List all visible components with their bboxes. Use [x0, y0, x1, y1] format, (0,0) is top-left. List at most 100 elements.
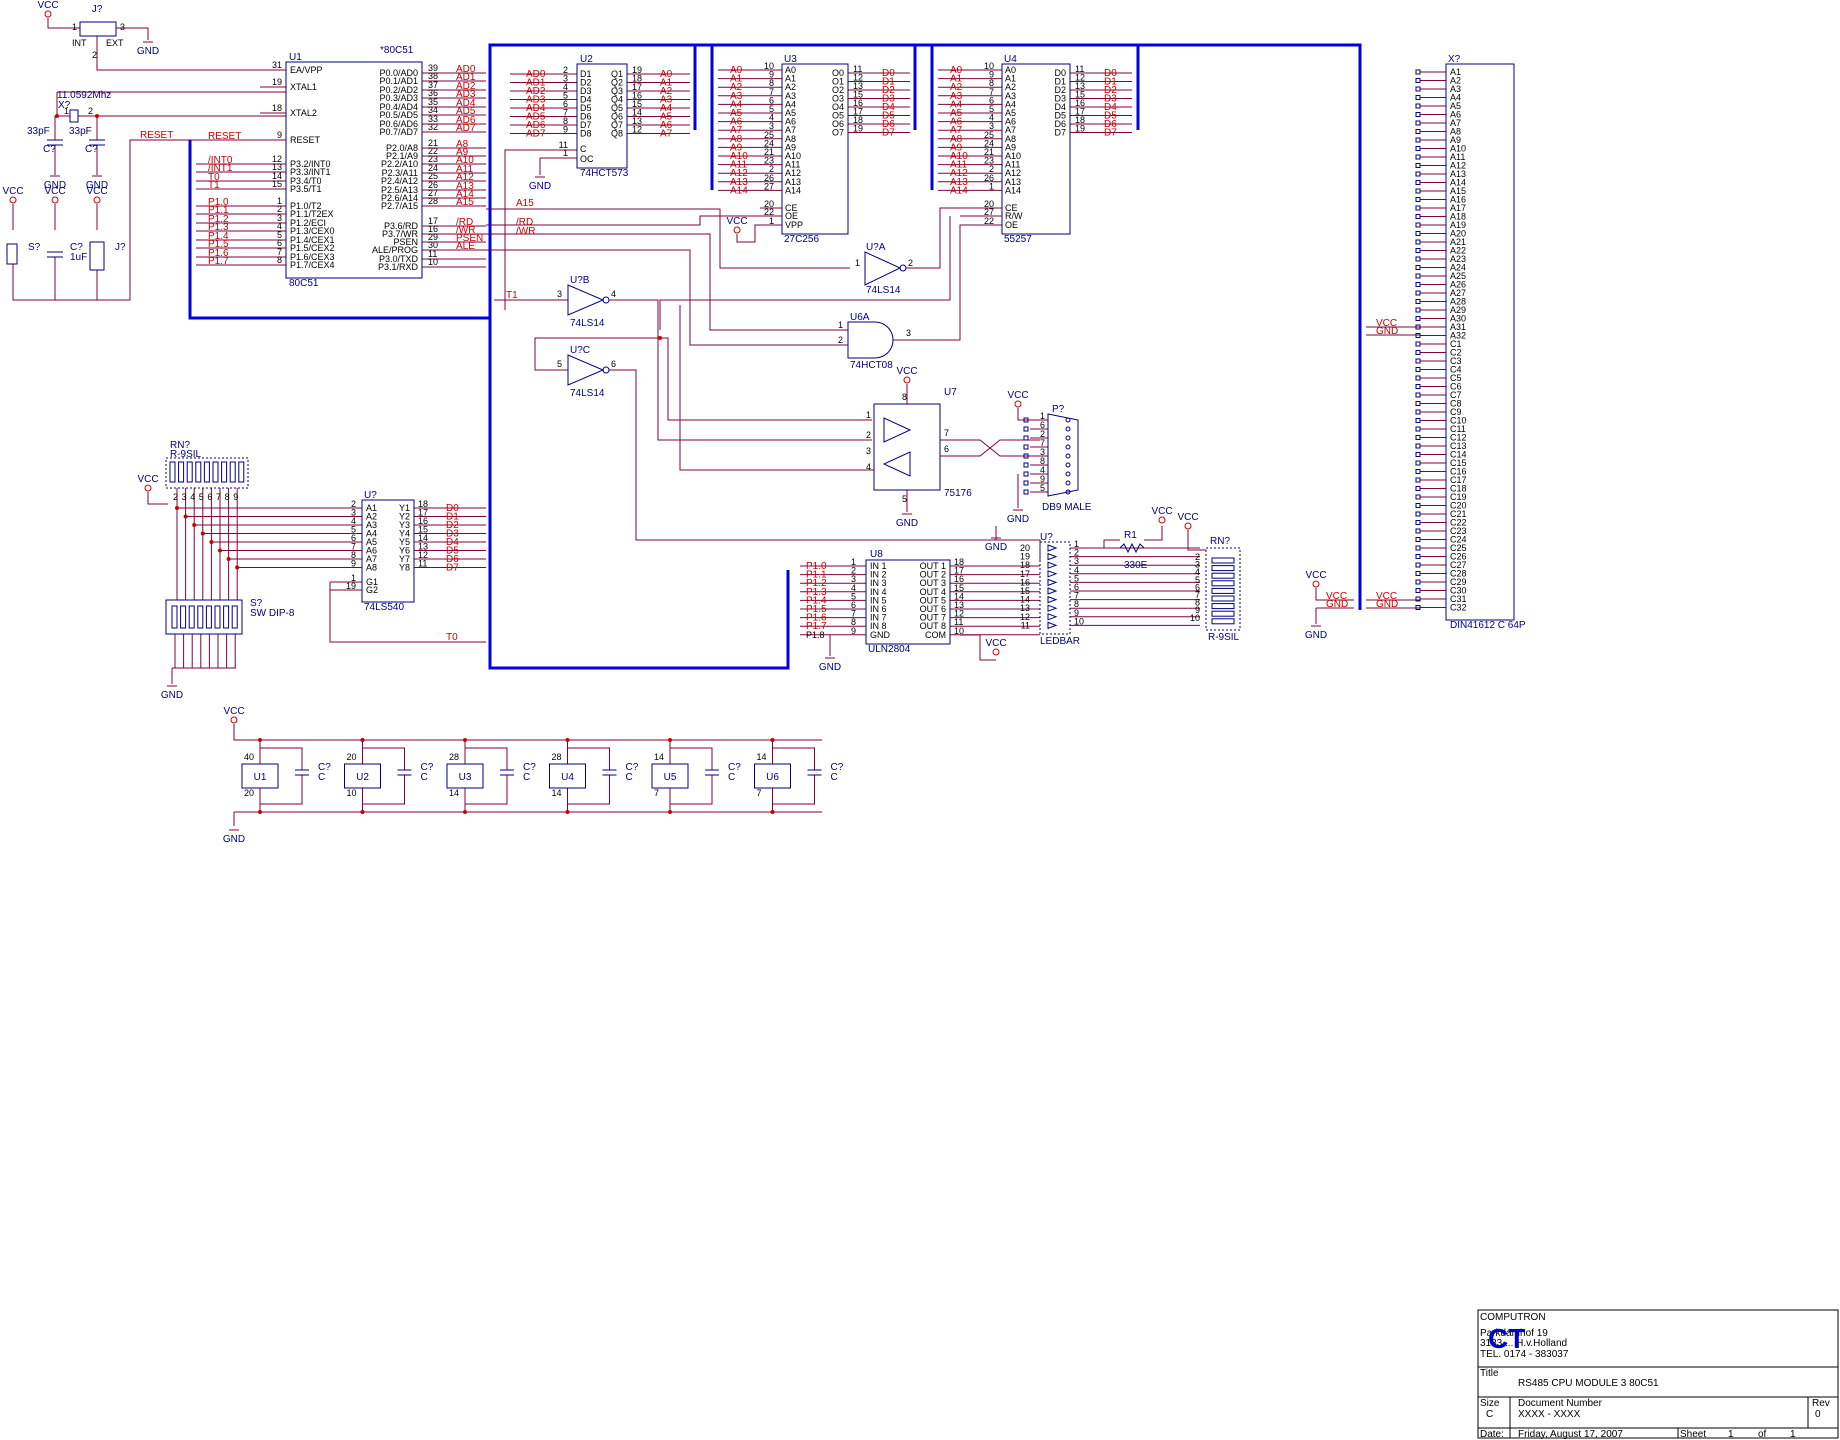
vcc-label: VCC — [726, 216, 747, 227]
u2-out-net: A7 — [660, 129, 673, 140]
u8-in-net: P1.3 — [806, 587, 827, 598]
connector-pad — [1415, 248, 1421, 253]
connector-pin-a: A15 — [1450, 186, 1466, 196]
u3-pin-num: 22 — [764, 207, 774, 217]
wire — [465, 775, 508, 805]
u1-pin-num: 30 — [428, 240, 438, 250]
db9-part: DB9 MALE — [1042, 502, 1092, 513]
rn2-pin-num: 10 — [1190, 613, 1200, 623]
u5-ref: U? — [364, 490, 377, 501]
u4-part: 55257 — [1004, 234, 1032, 245]
u8-pin-name: IN 7 — [870, 613, 887, 623]
wire — [486, 233, 848, 331]
connector-pin-a: A23 — [1450, 254, 1466, 264]
u4-pin-name: D3 — [1054, 94, 1066, 104]
u1-pin-num: 29 — [428, 232, 438, 242]
junction-dot — [360, 810, 365, 814]
pin-num: 4 — [866, 462, 871, 472]
led-segment — [1047, 595, 1058, 604]
connector-pad — [1415, 239, 1421, 245]
u2-pin-num: 12 — [632, 125, 642, 135]
docnum-label: Document Number — [1518, 1398, 1603, 1409]
gnd-label: GND — [529, 181, 551, 192]
u4-pin-num: 26 — [984, 173, 994, 183]
u2-pin-num: 19 — [632, 65, 642, 75]
decoupling-ic-label: U3 — [459, 772, 472, 783]
connector-pad — [1415, 537, 1421, 542]
connector-pin-a: A11 — [1450, 152, 1465, 162]
u8-pin-num: 1 — [851, 557, 856, 567]
gnd-label: GND — [985, 542, 1007, 553]
u2-out-net: A2 — [660, 86, 673, 97]
rn1-resistor — [178, 461, 185, 483]
u2-pin-name: D2 — [580, 78, 592, 88]
u5-pin-num: 14 — [418, 533, 428, 543]
u5-pin-name: Y6 — [399, 546, 410, 556]
db9-pin-num: 3 — [1040, 447, 1045, 457]
u4-pin-name: A11 — [1005, 160, 1020, 170]
crystal-cap-ref: C? — [85, 144, 98, 155]
crystal-cap-value: 33pF — [27, 126, 50, 137]
u3-pin-num: 6 — [769, 95, 774, 105]
decoupling-top-pin: 28 — [449, 752, 459, 762]
led-segment — [1047, 570, 1058, 578]
db9-contact — [1065, 471, 1071, 477]
rn2-resistor — [1211, 557, 1235, 564]
connector-pin-a: A17 — [1450, 203, 1466, 213]
u2-pin-name: D3 — [580, 86, 592, 96]
u2-pin-num: 4 — [563, 82, 568, 92]
u4-pin-name: A8 — [1005, 134, 1016, 144]
u1-pin-num: 12 — [272, 154, 282, 164]
decoupling-cap-value: C — [523, 772, 530, 783]
connector-pad — [1415, 154, 1421, 160]
connector-pin-a: A14 — [1450, 178, 1466, 188]
vcc-label: VCC — [86, 186, 107, 197]
u4-pin-name: A5 — [1005, 108, 1016, 118]
u1-net-label: /WR — [456, 225, 475, 236]
vcc-label: VCC — [1151, 506, 1172, 517]
r1-value: 330E — [1124, 560, 1148, 571]
u5-pin-num: 19 — [346, 581, 356, 591]
wire — [609, 299, 872, 441]
u1-pin-name: P0.0/AD0 — [379, 68, 418, 78]
u3-data-net: D0 — [882, 68, 895, 79]
ledbar-pin-num: 6 — [1074, 582, 1079, 592]
u5-data-net: D0 — [446, 503, 459, 514]
ledbar-pin-num: 5 — [1074, 573, 1079, 583]
pin-num: 1 — [64, 106, 69, 116]
u4-pin-name: A0 — [1005, 65, 1016, 75]
u3-pin-num: 13 — [853, 81, 863, 91]
u3-pin-num: 16 — [853, 98, 863, 108]
db9-pin-pad — [1023, 444, 1029, 450]
u3-pin-name: O5 — [832, 111, 844, 121]
u4-addr-net: A6 — [950, 117, 963, 128]
u3-pin-num: 20 — [764, 199, 774, 209]
connector-pin-c: C16 — [1450, 467, 1467, 477]
u4-data-net: D2 — [1104, 85, 1117, 96]
u5-pin-num: 18 — [418, 499, 428, 509]
u3-pin-num: 26 — [764, 173, 774, 183]
u5-pin-name: A3 — [366, 520, 377, 530]
connector-pin-a: A7 — [1450, 118, 1461, 128]
u4-pin-num: 3 — [989, 121, 994, 131]
connector-pin-c: C23 — [1450, 526, 1467, 536]
connector-pin-c: C27 — [1450, 560, 1467, 570]
pin-num: 1 — [72, 22, 77, 32]
u2-pin-num: 5 — [563, 91, 568, 101]
decoupling-ic-body — [651, 763, 689, 789]
pin-num: 7 — [944, 428, 949, 438]
connector-pin-c: C12 — [1450, 433, 1467, 443]
connector-pin-c: C22 — [1450, 518, 1467, 528]
u1-pin-num: 28 — [428, 196, 438, 206]
u1-pin-name: P0.5/AD5 — [379, 110, 418, 120]
inverter-u7a — [864, 251, 902, 286]
u1-pin-num: 1 — [277, 196, 282, 206]
u1-pin-num: 21 — [428, 138, 438, 148]
u5-pin-name: Y5 — [399, 537, 410, 547]
vcc-symbol — [93, 196, 101, 204]
decoupling-cap-ref: C? — [831, 762, 844, 773]
u4-pin-num: 6 — [989, 95, 994, 105]
connector-pad — [1415, 562, 1421, 568]
u2-pin-num: 13 — [632, 116, 642, 126]
connector-pin-c: C5 — [1450, 373, 1462, 383]
